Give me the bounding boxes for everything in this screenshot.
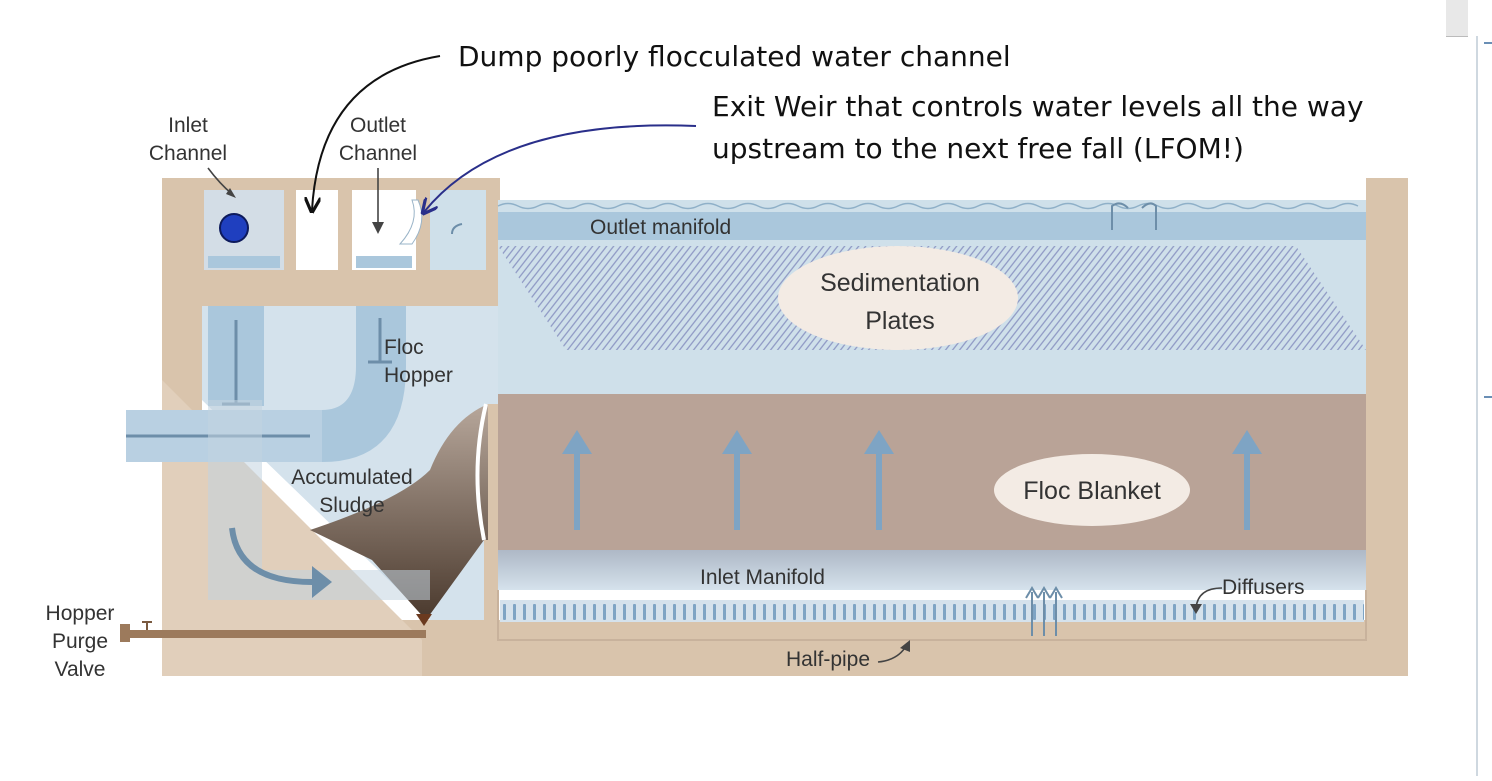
inlet-channel-label-line2: Channel: [138, 140, 238, 168]
sedimentation-plates-label: Sedimentation Plates: [780, 264, 1020, 340]
side-panel-divider: [1476, 36, 1478, 776]
outlet-channel-label-line1: Outlet: [328, 112, 428, 140]
exit-weir-annotation: Exit Weir that controls water levels all…: [712, 86, 1364, 170]
half-pipe-label: Half-pipe: [786, 646, 906, 674]
outlet-channel-label-line2: Channel: [328, 140, 428, 168]
hopper-purge-valve-label: Hopper Purge Valve: [30, 600, 130, 684]
side-panel-marker-middle: [1484, 396, 1492, 398]
diffusers-label: Diffusers: [1222, 574, 1332, 602]
hopper-purge-valve-label-line2: Purge: [30, 628, 130, 656]
sedimentation-plates-label-line2: Plates: [780, 302, 1020, 340]
exit-weir-text-line1: Exit Weir that controls water levels all…: [712, 86, 1364, 128]
side-panel-marker-top: [1484, 42, 1492, 44]
dump-channel-annotation: Dump poorly flocculated water channel: [458, 36, 1011, 78]
diffuser-jets: [1026, 588, 1062, 636]
floc-blanket-label: Floc Blanket: [994, 472, 1190, 510]
hopper-purge-valve-label-line3: Valve: [30, 656, 130, 684]
accumulated-sludge-label-line1: Accumulated: [272, 464, 432, 492]
outlet-manifold-label: Outlet manifold: [590, 214, 770, 242]
accumulated-sludge-label-line2: Sludge: [272, 492, 432, 520]
floc-hopper-label-line1: Floc: [384, 334, 474, 362]
floc-blanket-zone: [498, 394, 1366, 640]
floc-hopper-label: Floc Hopper: [384, 334, 474, 390]
inlet-marker-dot: [220, 214, 248, 242]
floc-hopper-label-line2: Hopper: [384, 362, 474, 390]
dump-channel-text: Dump poorly flocculated water channel: [458, 40, 1011, 73]
exit-weir-text-line2: upstream to the next free fall (LFOM!): [712, 128, 1364, 170]
inlet-channel-label: Inlet Channel: [138, 112, 238, 168]
sedimentation-plates-label-line1: Sedimentation: [780, 264, 1020, 302]
inlet-manifold-label: Inlet Manifold: [700, 564, 880, 592]
inlet-channel-label-line1: Inlet: [138, 112, 238, 140]
accumulated-sludge-label: Accumulated Sludge: [272, 464, 432, 520]
hopper-purge-valve-label-line1: Hopper: [30, 600, 130, 628]
side-panel: [1468, 0, 1492, 776]
outlet-channel-label: Outlet Channel: [328, 112, 428, 168]
